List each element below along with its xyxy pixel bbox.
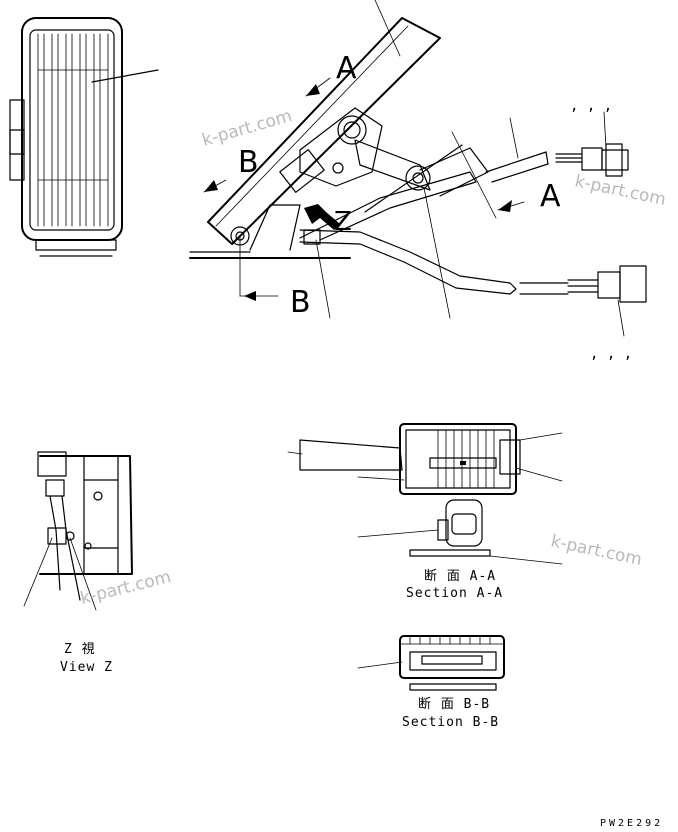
pedal-front-view <box>9 17 159 257</box>
view-z-arrow-label: Z <box>334 207 352 237</box>
pedal-side-view <box>189 0 647 337</box>
view-z-detail <box>23 451 133 611</box>
section-label-b-upper: B <box>238 145 259 180</box>
section-bb-detail <box>357 635 505 691</box>
section-aa-label-en: Section A-A <box>406 586 503 601</box>
section-bb-label-en: Section B-B <box>402 715 499 730</box>
section-label-a-right: A <box>540 179 561 214</box>
section-aa-detail <box>287 423 563 565</box>
watermark-4: k-part.com <box>549 531 644 570</box>
section-aa-label-jp: 断 面 A-A <box>424 569 496 584</box>
connector-note-bottom: , , , <box>590 346 632 362</box>
section-bb-label-jp: 断 面 B-B <box>418 697 490 712</box>
connector-note-top: , , , <box>570 98 612 114</box>
view-z-label-jp: Z 視 <box>64 642 96 657</box>
watermark-2: k-part.com <box>573 171 668 210</box>
section-label-b-lower: B <box>290 285 311 320</box>
drawing-code: PW2E292 <box>600 818 663 829</box>
view-z-label-en: View Z <box>60 660 113 675</box>
section-label-a-upper: A <box>336 51 357 86</box>
